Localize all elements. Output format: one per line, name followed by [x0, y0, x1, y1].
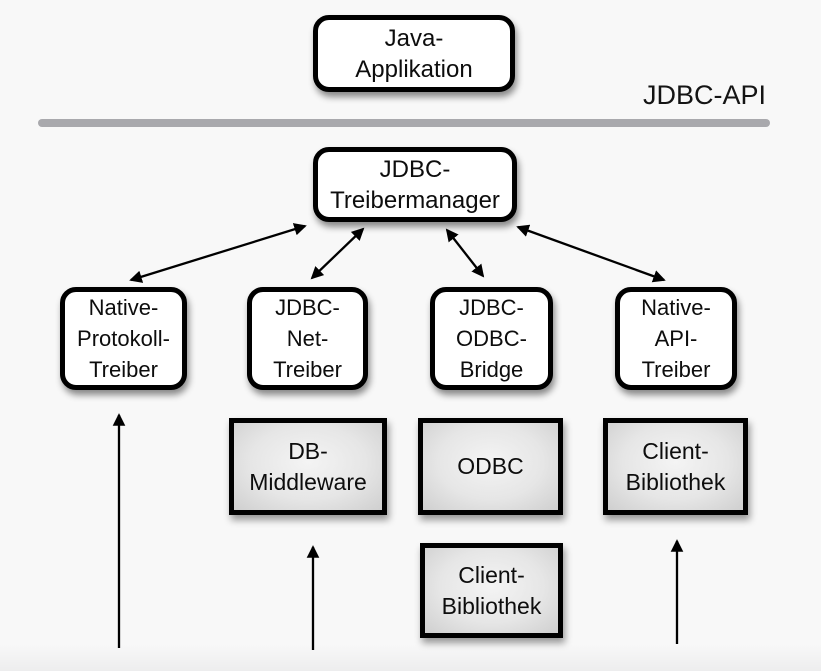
node-client-bibliothek-right: Client- Bibliothek: [603, 418, 748, 515]
node-label-line: ODBC: [457, 453, 524, 479]
node-native-protokoll-treiber: Native- Protokoll- Treiber: [60, 287, 187, 390]
node-native-api-treiber: Native- API- Treiber: [615, 287, 737, 390]
node-label-line: Client-: [458, 561, 525, 588]
node-jdbc-odbc-bridge: JDBC- ODBC- Bridge: [430, 287, 553, 390]
node-jdbc-treibermanager: JDBC- Treibermanager: [313, 147, 517, 222]
node-label-line: JDBC-: [379, 155, 451, 183]
node-label-line: DB-: [288, 437, 328, 464]
arrow-treibermanager-native-api-treiber: [516, 224, 666, 283]
node-label-line: Java-: [384, 24, 444, 52]
node-java-applikation: Java- Applikation: [313, 15, 515, 92]
node-odbc: ODBC: [418, 418, 563, 515]
node-label-line: Treibermanager: [330, 186, 500, 214]
node-label-line: Bibliothek: [625, 468, 726, 495]
jdbc-api-divider-line: [38, 119, 770, 127]
node-label-line: Protokoll-: [77, 326, 170, 351]
node-label-line: Client-: [642, 437, 709, 464]
node-label-line: Middleware: [249, 468, 367, 495]
node-label-line: JDBC-: [459, 295, 524, 320]
node-label-line: Net-: [286, 326, 329, 351]
node-label-line: Native-: [88, 295, 159, 320]
node-jdbc-net-treiber: JDBC- Net- Treiber: [247, 287, 368, 390]
node-client-bibliothek-bottom: Client- Bibliothek: [420, 543, 563, 638]
node-label-line: Treiber: [641, 357, 711, 382]
arrow-treibermanager-native-protokoll-treiber: [129, 223, 307, 283]
node-label-line: Applikation: [355, 55, 473, 83]
node-label-line: API-: [654, 326, 698, 351]
node-label-line: ODBC-: [456, 326, 527, 351]
arrow-treibermanager-jdbc-odbc-bridge: [445, 228, 485, 278]
node-label-line: Treiber: [89, 357, 158, 382]
node-label-line: Bibliothek: [441, 592, 542, 619]
node-label-line: Bridge: [459, 357, 524, 382]
arrow-treibermanager-jdbc-net-treiber: [310, 227, 365, 280]
node-label-line: Treiber: [273, 357, 342, 382]
node-label-line: Native-: [641, 295, 711, 320]
node-db-middleware: DB- Middleware: [229, 418, 387, 515]
jdbc-api-label: JDBC-API: [642, 80, 766, 110]
node-label-line: JDBC-: [275, 295, 340, 320]
